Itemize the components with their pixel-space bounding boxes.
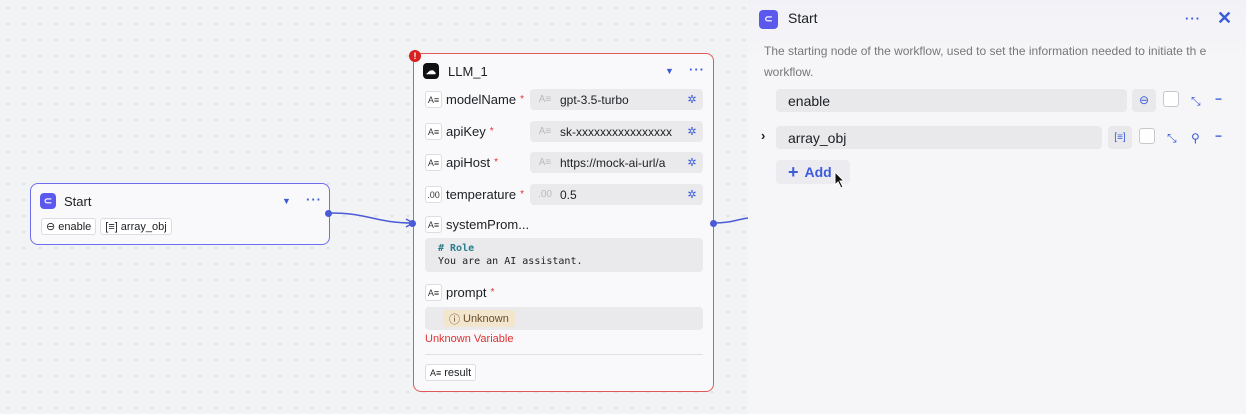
output-port[interactable] [710,220,717,227]
required-checkbox[interactable] [1163,91,1179,107]
input-apiKey: A≡ apiKey* [425,123,494,140]
input-apiHost: A≡ apiHost* [425,154,498,171]
node-settings-panel: ⊂ Start ··· ✕ The starting node of the w… [748,0,1246,414]
start-node-title: Start [64,194,92,209]
plus-icon: + [788,161,799,182]
input-label: apiKey [446,124,486,139]
output-port[interactable] [325,210,332,217]
input-systemPrompt: A≡ systemProm... [425,216,529,233]
panel-description: The starting node of the workflow, used … [764,44,1207,79]
more-icon[interactable]: ··· [1185,11,1201,26]
string-type-icon: A≡ [425,216,442,233]
input-label: apiHost [446,155,491,170]
required-checkbox[interactable] [1139,128,1155,144]
prompt-line: You are an AI assistant. [438,256,583,267]
warning-circle-icon: ⓘ [449,313,460,326]
string-type-icon: A≡ [430,367,442,378]
string-type-icon: A≡ [538,126,552,137]
error-badge-icon: ! [409,50,421,62]
start-logo-icon: ⊂ [759,10,778,29]
string-type-icon: A≡ [538,94,552,105]
field-value: gpt-3.5-turbo [560,92,629,107]
gear-icon[interactable]: ✲ [687,94,697,106]
start-logo-icon: ⊂ [40,193,56,209]
required-mark: * [489,126,494,137]
gear-icon[interactable]: ✲ [687,126,697,138]
string-type-icon: A≡ [538,157,552,168]
string-type-icon: A≡ [425,123,442,140]
add-label: Add [804,164,832,180]
required-mark: * [490,287,495,298]
llm-logo-icon: ☁ [423,63,439,79]
remove-icon[interactable]: − [1215,92,1223,106]
gear-icon[interactable]: ✲ [687,189,697,201]
input-label: prompt [446,285,487,300]
output-tag-enable: ⊖enable [41,218,97,235]
apiHost-value-field[interactable]: A≡ https://mock-ai-url/a ✲ [530,152,703,173]
toggle-icon: ⊖ [46,221,56,233]
tag-label: result [444,366,472,379]
input-label: temperature [446,187,517,202]
add-child-icon[interactable]: ⚲ [1191,131,1200,145]
input-prompt: A≡ prompt* [425,284,494,301]
expand-icon[interactable]: ⤡ [1191,94,1201,108]
more-icon[interactable]: ··· [306,192,322,207]
modelName-value-field[interactable]: A≡ gpt-3.5-turbo ✲ [530,89,703,110]
field-value: 0.5 [560,187,577,202]
input-label: modelName [446,92,517,107]
input-label: systemProm... [446,217,530,232]
temperature-value-field[interactable]: .00 0.5 ✲ [530,184,703,205]
gear-icon[interactable]: ✲ [687,157,697,169]
chevron-right-icon[interactable]: › [761,128,766,143]
mouse-cursor-icon [834,171,846,189]
input-temperature: .00 temperature* [425,186,524,203]
error-message: Unknown Variable [425,333,514,345]
tag-label: array_obj [120,220,167,233]
system-prompt-editor[interactable]: # Role You are an AI assistant. [425,238,703,272]
string-type-icon: A≡ [425,154,442,171]
field-value: sk-xxxxxxxxxxxxxxxx [560,124,672,139]
more-icon[interactable]: ··· [689,62,705,77]
llm-node-title: LLM_1 [448,64,488,79]
tag-label: enable [58,220,92,233]
string-type-icon: A≡ [425,284,442,301]
output-tag-result: A≡result [425,364,477,381]
divider [425,354,703,355]
panel-title: Start [788,10,818,26]
array-icon: [≡] [105,220,118,233]
llm-node[interactable]: ! ☁ LLM_1 ▼ ··· A≡modelName* A≡gpt-3.5-t… [409,50,717,392]
required-mark: * [494,157,498,168]
field-value: https://mock-ai-url/a [560,155,666,170]
array-type-icon[interactable]: [≡] [1108,126,1132,149]
start-node[interactable]: ⊂ Start ▼ ··· ⊖enable [≡]array_obj [30,183,332,245]
chip-label: Unknown [463,312,509,325]
collapse-caret-icon[interactable]: ▼ [665,66,674,76]
close-icon[interactable]: ✕ [1217,8,1233,28]
field-name-input[interactable]: enable [776,89,1127,112]
boolean-type-toggle-icon[interactable]: ⊖ [1132,89,1156,112]
input-modelName: A≡ modelName* [425,91,524,108]
number-type-icon: .00 [425,186,442,203]
field-name-input[interactable]: array_obj [776,126,1102,149]
number-type-icon: .00 [538,189,552,200]
required-mark: * [520,189,524,200]
collapse-caret-icon[interactable]: ▼ [282,196,291,206]
edge-start-llm [329,212,414,224]
expand-icon[interactable]: ⤡ [1167,131,1177,145]
apiKey-value-field[interactable]: A≡ sk-xxxxxxxxxxxxxxxx ✲ [530,121,703,142]
input-port[interactable] [409,220,416,227]
remove-icon[interactable]: − [1215,129,1223,143]
required-mark: * [520,94,524,105]
edge-llm-out [713,217,749,224]
output-tag-array-obj: [≡]array_obj [100,218,172,235]
prompt-line: # Role [438,243,475,254]
string-type-icon: A≡ [425,91,442,108]
